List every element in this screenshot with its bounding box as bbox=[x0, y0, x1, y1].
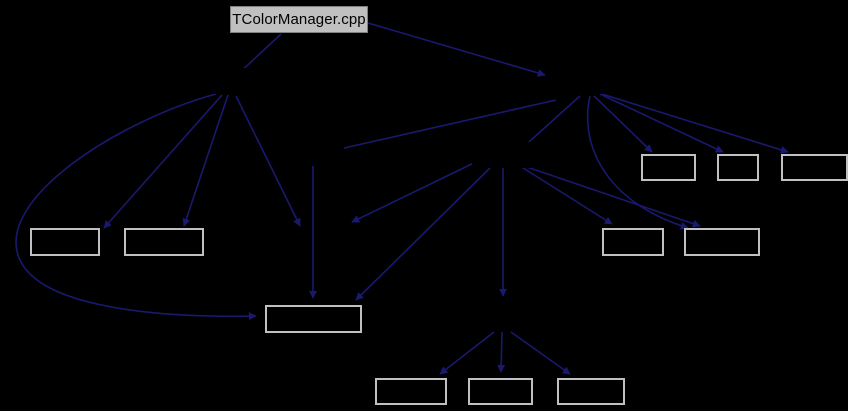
graph-edge bbox=[182, 94, 229, 227]
graph-node-box[interactable] bbox=[641, 154, 696, 181]
graph-edges bbox=[15, 22, 789, 375]
graph-node-box[interactable] bbox=[375, 378, 447, 405]
graph-edge bbox=[586, 95, 689, 230]
graph-edge bbox=[523, 165, 701, 228]
graph-node-box[interactable] bbox=[684, 228, 760, 256]
graph-edge bbox=[103, 94, 223, 229]
graph-edge bbox=[497, 331, 506, 373]
graph-node-hidden[interactable] bbox=[472, 142, 538, 168]
graph-node-hidden[interactable] bbox=[278, 140, 344, 166]
graph-edge bbox=[15, 93, 257, 321]
graph-edge bbox=[599, 93, 724, 153]
graph-edge bbox=[351, 159, 481, 223]
graph-edge bbox=[367, 22, 546, 77]
graph-node-label: TColorManager.cpp bbox=[232, 11, 366, 28]
graph-node-hidden[interactable] bbox=[196, 68, 266, 94]
graph-edge bbox=[510, 331, 571, 375]
graph-node-root[interactable]: TColorManager.cpp bbox=[230, 6, 368, 33]
graph-edge bbox=[519, 165, 613, 225]
graph-node-hidden[interactable] bbox=[556, 68, 626, 94]
graph-edge bbox=[321, 99, 557, 156]
graph-edge bbox=[439, 331, 495, 375]
graph-node-box[interactable] bbox=[30, 228, 100, 256]
graph-edge bbox=[601, 93, 789, 154]
graph-node-box[interactable] bbox=[124, 228, 204, 256]
graph-node-box[interactable] bbox=[265, 305, 362, 333]
graph-node-box[interactable] bbox=[468, 378, 533, 405]
graph-edge bbox=[519, 95, 581, 151]
graph-edge bbox=[593, 95, 653, 153]
graph-node-box[interactable] bbox=[717, 154, 759, 181]
graph-edge bbox=[235, 95, 301, 227]
graph-node-hidden[interactable] bbox=[470, 305, 536, 331]
graph-node-box[interactable] bbox=[781, 154, 848, 181]
graph-edge bbox=[355, 167, 491, 301]
graph-node-box[interactable] bbox=[557, 378, 625, 405]
graph-node-box[interactable] bbox=[602, 228, 664, 256]
